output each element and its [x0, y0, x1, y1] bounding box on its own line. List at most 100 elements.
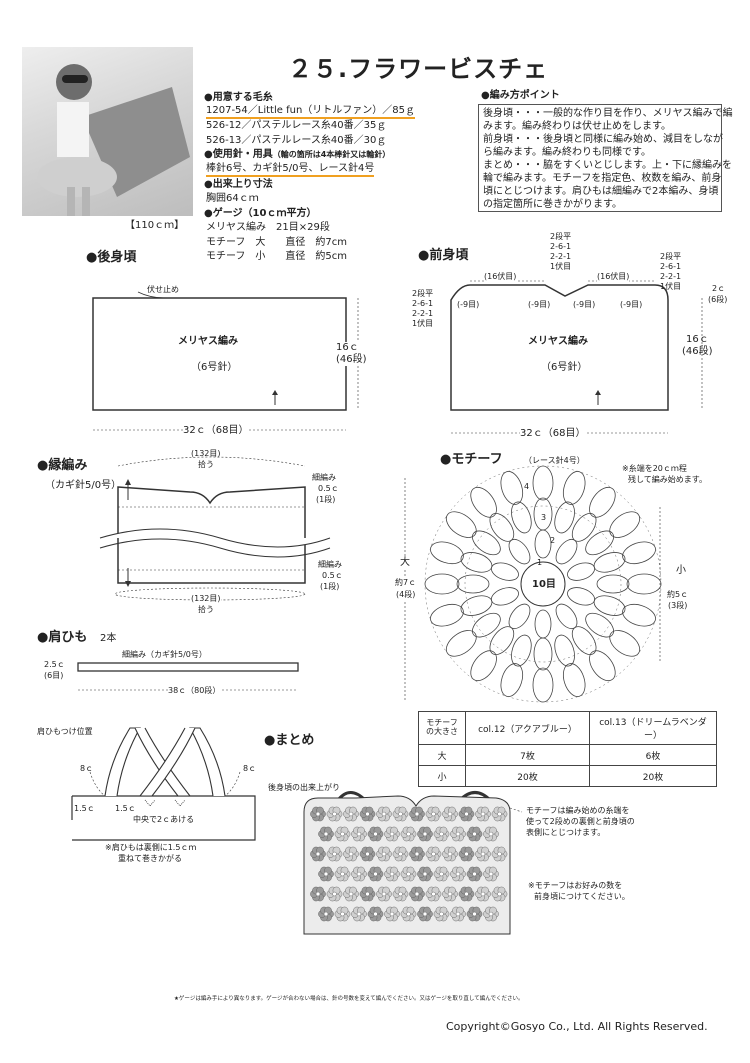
motif-petal-middle	[471, 530, 501, 556]
front-right-dec-2: 2-6-1	[660, 262, 682, 271]
finish-flower	[392, 886, 409, 902]
photo-caption: 【110ｃｍ】	[125, 220, 185, 231]
motif-petal-middle	[511, 501, 532, 534]
motif-big-label: 大	[400, 557, 410, 569]
strap-pos-note-2: 重ねて巻きかがる	[118, 854, 182, 863]
points-line-7: 頃にとじつけます。肩ひもは細編みで2本編み、身頃	[483, 186, 719, 197]
strap-pos-gap-right: 1.5ｃ	[115, 804, 136, 813]
finish-flower	[409, 886, 425, 902]
finish-flower	[351, 906, 367, 922]
gauge-line-2: モチーフ 大 直径 約7cm	[206, 237, 348, 248]
finish-flower	[318, 866, 334, 882]
strap-height: 2.5ｃ	[44, 660, 65, 669]
yarn-line-1: 1207-54／Little fun（リトルファン）／85ｇ	[206, 105, 416, 119]
motif-small-dia: 約5ｃ	[667, 590, 689, 599]
strap-pos-gap-left: 1.5ｃ	[74, 804, 95, 813]
motif-petal-outer	[430, 603, 464, 627]
motif-note-2: 残して編み始めます。	[628, 475, 707, 484]
front-bindoff-left: (16伏目)	[484, 272, 517, 282]
edging-heading: ●縁編み	[37, 458, 88, 473]
finish-flower	[367, 906, 384, 922]
table-cell: 20枚	[589, 765, 717, 787]
finish-motif-note-1: モチーフは編み始めの糸端を	[526, 806, 630, 815]
motif-petal-outer	[562, 471, 586, 505]
motif-small-label: 小	[676, 565, 686, 576]
finish-flower	[400, 826, 417, 842]
motif-petal-middle	[533, 637, 553, 671]
back-heading: ●後身頃	[86, 250, 137, 265]
finish-flower	[483, 866, 499, 882]
motif-petal-middle	[554, 501, 575, 534]
finish-flower	[343, 846, 359, 862]
finish-flower	[475, 806, 491, 822]
page-title: ２５.フラワービスチェ	[288, 55, 549, 83]
points-line-4: ら編みます。編み終わりも同様です。	[483, 147, 651, 158]
yarn-line-3: 526-13／パステルレース糸40番／30ｇ	[206, 135, 387, 146]
motif-petal-outer	[589, 486, 616, 518]
finish-flower	[400, 866, 417, 882]
finish-flower	[491, 806, 508, 822]
strap-heading: ●肩ひも	[37, 630, 88, 645]
motif-petal-middle	[460, 595, 493, 616]
finish-flower	[433, 906, 450, 922]
front-needle: （6号針）	[541, 362, 588, 373]
front-dec9-1: (-9目)	[457, 300, 480, 309]
finish-note2-1: ※モチーフはお好みの数を	[528, 881, 623, 890]
finish-flower	[466, 826, 483, 842]
finish-flower	[466, 866, 483, 882]
finish-flower	[392, 846, 409, 862]
back-stitch: メリヤス編み	[178, 336, 238, 347]
table-header-col12: col.12（アクアブルー）	[465, 711, 590, 745]
edging-bottom-note-2: 0.5ｃ	[322, 571, 343, 580]
strap-pos-left: 8ｃ	[80, 764, 94, 773]
motif-round-4: 4	[524, 482, 530, 491]
motif-petal-outer	[430, 541, 464, 565]
finish-flower	[359, 846, 376, 862]
motif-petal-middle	[511, 634, 532, 667]
motif-petal-middle	[489, 512, 515, 542]
front-center-dec-3: 2-2-1	[550, 252, 572, 261]
finish-flower	[376, 846, 392, 862]
copyright: Copyright©Gosyo Co., Ltd. All Rights Res…	[446, 1020, 708, 1033]
finish-flower	[475, 886, 491, 902]
finish-flower	[450, 866, 466, 882]
motif-petal-middle	[596, 574, 630, 594]
finish-flower	[334, 826, 351, 842]
strap-pos-note-1: ※肩ひもは裏側に1.5ｃｍ	[105, 843, 197, 852]
finish-flower	[442, 846, 458, 862]
motif-petal-middle	[456, 574, 490, 594]
finish-flower	[483, 826, 499, 842]
table-row: 小 20枚 20枚	[418, 765, 717, 787]
motif-big-dia: 約7ｃ	[395, 578, 417, 588]
finish-flower	[310, 806, 326, 822]
finish-flower	[318, 906, 334, 922]
finish-flower	[442, 806, 458, 822]
motif-petal-middle	[571, 626, 597, 656]
finish-flower	[400, 906, 417, 922]
tools-heading: ●使用針・用具（輪の箇所は4本棒針又は輪針）	[204, 149, 391, 160]
motif-petal-outer	[470, 650, 497, 682]
front-dec9-4: (-9目)	[620, 300, 643, 309]
finish-flower	[359, 806, 376, 822]
strap-pos-center: 中央で2ｃあける	[133, 815, 195, 824]
motif-center: 10目	[532, 579, 556, 590]
size-line: 胸囲64ｃｍ	[206, 193, 259, 204]
yarn-heading: ●用意する毛糸	[204, 92, 273, 103]
motif-petal-middle	[489, 626, 515, 656]
points-line-3: 前身頃・・・後身頃と同様に編み始め、減目をしなが	[483, 134, 723, 145]
motif-petal-outer	[622, 603, 656, 627]
finish-flower	[417, 906, 433, 922]
motif-petal-outer	[622, 541, 656, 565]
finish-flower	[458, 806, 475, 822]
motif-table: モチーフの大きさ col.12（アクアブルー） col.13（ドリームラベンダー…	[418, 711, 717, 787]
edging-bottom-pick: 拾う	[198, 605, 214, 614]
front-right-dec-1: 2段平	[660, 252, 682, 261]
strap-pos-right: 8ｃ	[243, 764, 257, 773]
motif-round-3: 3	[541, 513, 547, 522]
motif-petal-middle	[593, 595, 626, 616]
points-line-1: 後身頃・・・一般的な作り目を作り、メリヤス編みで編	[483, 108, 733, 119]
back-width: 32ｃ（68目）	[183, 425, 249, 437]
finish-flower	[409, 806, 425, 822]
footer-note: ★ゲージは編み手により異なります。ゲージが合わない場合は、針の号数を変えて編んで…	[174, 996, 524, 1002]
